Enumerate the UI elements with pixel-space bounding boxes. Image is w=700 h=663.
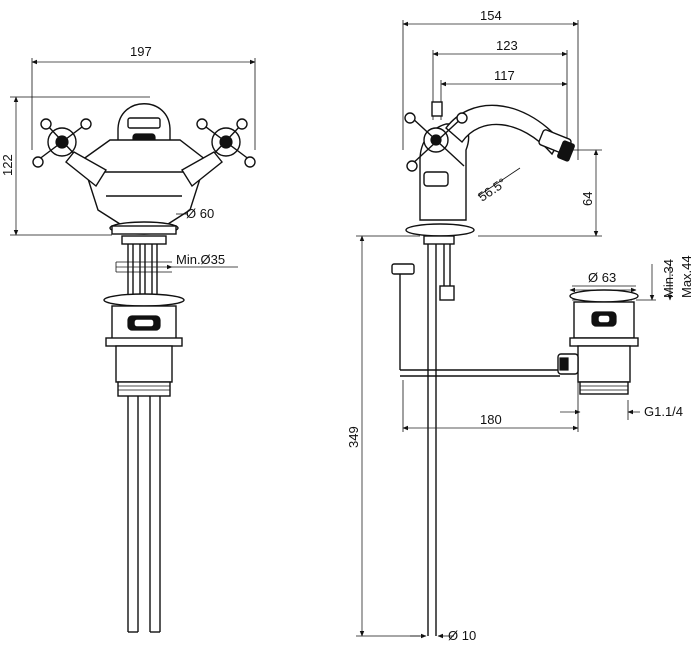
side-spout-label: 117 [494,68,515,83]
waste-max-label: Max.44 [679,255,694,298]
side-view: 154 123 117 64 349 [346,8,602,643]
side-supply-tubes [391,235,560,636]
side-total-height-label: 349 [346,426,361,448]
front-supply-tubes [115,235,172,302]
front-tap-body [81,103,207,235]
front-right-handle [181,118,256,188]
side-overall-label: 154 [480,8,502,23]
front-waste-assembly [103,293,185,633]
side-reach-label: 123 [496,38,518,53]
side-rod-diameter-label: Ø 10 [448,628,476,643]
front-width-label: 197 [130,44,152,59]
front-height-label: 122 [0,154,15,176]
side-rod-label: 180 [480,412,502,427]
side-tap-body [404,101,575,237]
front-left-handle [32,118,107,188]
front-base-diameter-label: Ø 60 [186,206,214,221]
waste-detail: Ø 63 Min.34 Max.44 G1.1/4 [557,255,694,420]
waste-thread-label: G1.1/4 [644,404,683,419]
front-hole-label: Min.Ø35 [176,252,225,267]
waste-diameter-label: Ø 63 [588,270,616,285]
waste-assembly [557,289,639,395]
side-angle-label: 56.5° [475,175,509,204]
side-spout-height-label: 64 [580,192,595,206]
front-view: 197 122 [0,44,256,633]
waste-min-label: Min.34 [661,259,676,298]
